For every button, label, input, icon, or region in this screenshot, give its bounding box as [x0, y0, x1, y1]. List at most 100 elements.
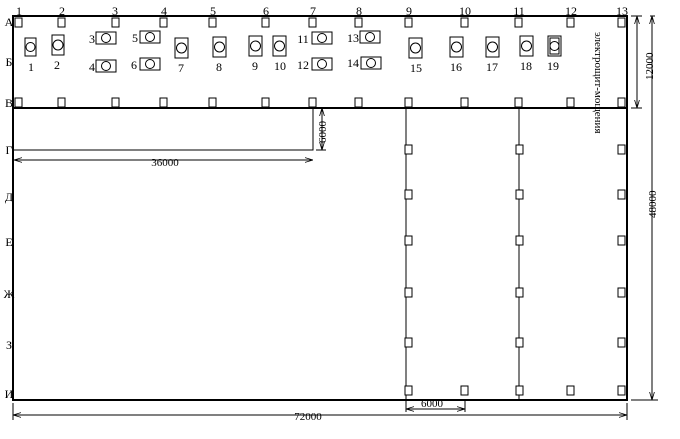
- machine-label: 7: [178, 61, 184, 75]
- machine-7: [174, 37, 189, 59]
- column-marker: [515, 235, 524, 246]
- machine-symbol-icon: [250, 40, 261, 52]
- machine-4: [95, 59, 117, 73]
- machine-label: 15: [410, 61, 422, 75]
- machine-19: [547, 35, 562, 57]
- dimension-total-height: 48000: [647, 190, 659, 218]
- machine-symbol-icon: [549, 41, 560, 51]
- column-marker: [515, 337, 524, 348]
- machine-2: [51, 34, 65, 56]
- column-axis-label: 1: [16, 4, 22, 18]
- column-marker: [308, 17, 317, 28]
- column-marker: [460, 385, 469, 396]
- dimension-top-height: 12000: [644, 52, 656, 80]
- machine-symbol-icon: [214, 41, 225, 53]
- column-axis-label: 13: [616, 4, 628, 18]
- column-marker: [566, 385, 575, 396]
- machine-symbol-icon: [521, 40, 532, 52]
- machine-label: 11: [297, 32, 309, 46]
- building-outline: [12, 15, 628, 401]
- machine-label: 10: [274, 59, 286, 73]
- machine-8: [212, 36, 227, 58]
- machine-symbol-icon: [365, 32, 375, 42]
- machine-9: [248, 35, 263, 57]
- machine-3: [95, 31, 117, 45]
- column-axis-label: 12: [565, 4, 577, 18]
- column-axis-label: 4: [161, 4, 167, 18]
- machine-16: [449, 36, 464, 58]
- row-axis-label: И: [5, 387, 14, 401]
- column-marker: [514, 17, 523, 28]
- machine-symbol-icon: [101, 61, 111, 71]
- column-marker: [515, 189, 524, 200]
- machine-label: 16: [450, 60, 462, 74]
- column-marker: [515, 287, 524, 298]
- column-marker: [460, 97, 469, 108]
- machine-label: 2: [54, 58, 60, 72]
- machine-label: 12: [297, 58, 309, 72]
- machine-symbol-icon: [101, 33, 111, 43]
- column-axis-label: 9: [406, 4, 412, 18]
- row-axis-label: В: [5, 96, 13, 110]
- column-marker: [308, 97, 317, 108]
- machine-label: 18: [520, 59, 532, 73]
- column-marker: [617, 287, 626, 298]
- machine-symbol-icon: [317, 33, 327, 43]
- column-marker: [617, 337, 626, 348]
- row-axis-label: Г: [6, 143, 13, 157]
- dimension-bay-width: 6000: [421, 398, 444, 410]
- machine-18: [519, 35, 534, 57]
- column-marker: [208, 17, 217, 28]
- column-axis-label: 7: [310, 4, 316, 18]
- column-axis-label: 11: [513, 4, 525, 18]
- column-axis-label: 2: [59, 4, 65, 18]
- column-marker: [404, 385, 413, 396]
- column-marker: [111, 97, 120, 108]
- machine-11: [311, 31, 333, 45]
- column-marker: [57, 97, 66, 108]
- machine-label: 9: [252, 59, 258, 73]
- column-marker: [404, 287, 413, 298]
- column-marker: [617, 235, 626, 246]
- machine-12: [311, 57, 333, 71]
- machine-label: 5: [132, 31, 138, 45]
- column-marker: [404, 144, 413, 155]
- column-marker: [617, 144, 626, 155]
- column-axis-label: 5: [210, 4, 216, 18]
- machine-label: 1: [28, 60, 34, 74]
- column-marker: [261, 97, 270, 108]
- column-marker: [404, 337, 413, 348]
- dimension-office-gap: 6000: [317, 121, 329, 144]
- column-marker: [57, 17, 66, 28]
- machine-label: 8: [216, 60, 222, 74]
- column-marker: [159, 97, 168, 108]
- machine-label: 17: [486, 60, 498, 74]
- machine-symbol-icon: [176, 42, 187, 54]
- column-marker: [617, 189, 626, 200]
- machine-symbol-icon: [317, 59, 327, 69]
- row-axis-label: Д: [5, 190, 13, 204]
- row-axis-label: Е: [5, 235, 12, 249]
- column-axis-label: 3: [112, 4, 118, 18]
- column-marker: [617, 17, 626, 28]
- room-note: электрощит-мощения: [592, 32, 604, 134]
- machine-symbol-icon: [25, 42, 36, 52]
- column-marker: [617, 97, 626, 108]
- machine-symbol-icon: [366, 58, 376, 68]
- machine-label: 6: [131, 58, 137, 72]
- column-axis-label: 8: [356, 4, 362, 18]
- dimension-total-width: 72000: [294, 411, 322, 423]
- row-axis-label: Б: [6, 55, 13, 69]
- column-axis-label: 10: [459, 4, 471, 18]
- machine-5: [139, 30, 161, 44]
- column-marker: [111, 17, 120, 28]
- column-marker: [404, 235, 413, 246]
- row-axis-label: А: [5, 15, 14, 29]
- machine-14: [360, 56, 382, 70]
- machine-17: [485, 36, 500, 58]
- machine-symbol-icon: [52, 39, 64, 51]
- column-marker: [404, 17, 413, 28]
- machine-label: 13: [347, 31, 359, 45]
- row-axis-label: Ж: [4, 287, 15, 301]
